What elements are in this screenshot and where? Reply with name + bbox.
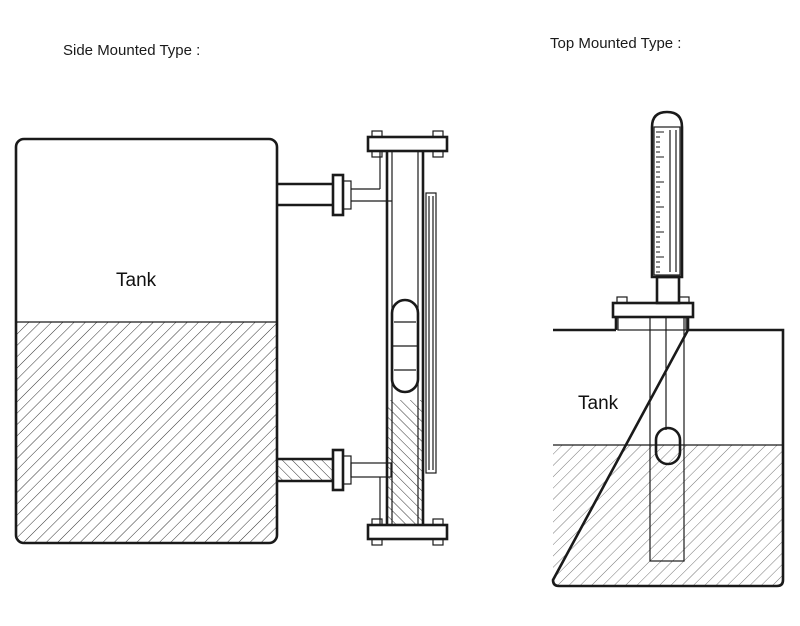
upper-connection-pipe	[277, 152, 392, 217]
side-tank-label: Tank	[116, 270, 157, 291]
side-mounted-assembly	[14, 130, 449, 546]
top-tank-body	[551, 328, 785, 588]
side-float	[390, 298, 420, 394]
top-float	[654, 426, 682, 466]
gauge-bottom-flange	[366, 518, 449, 546]
guide-tube	[649, 316, 685, 562]
side-tank-liquid	[17, 322, 276, 542]
scale-ticks	[656, 131, 664, 273]
gauge-chamber	[385, 151, 437, 525]
top-tank-liquid	[553, 445, 783, 586]
side-mounted-heading: Side Mounted Type :	[63, 42, 201, 59]
top-mounted-heading: Top Mounted Type :	[550, 35, 682, 52]
top-tank-label: Tank	[578, 393, 619, 414]
top-indicator-column	[650, 110, 684, 305]
lower-connection-pipe	[277, 448, 392, 525]
top-mounted-assembly	[551, 110, 785, 588]
gauge-top-flange	[366, 130, 449, 158]
side-tank-body	[14, 137, 279, 545]
